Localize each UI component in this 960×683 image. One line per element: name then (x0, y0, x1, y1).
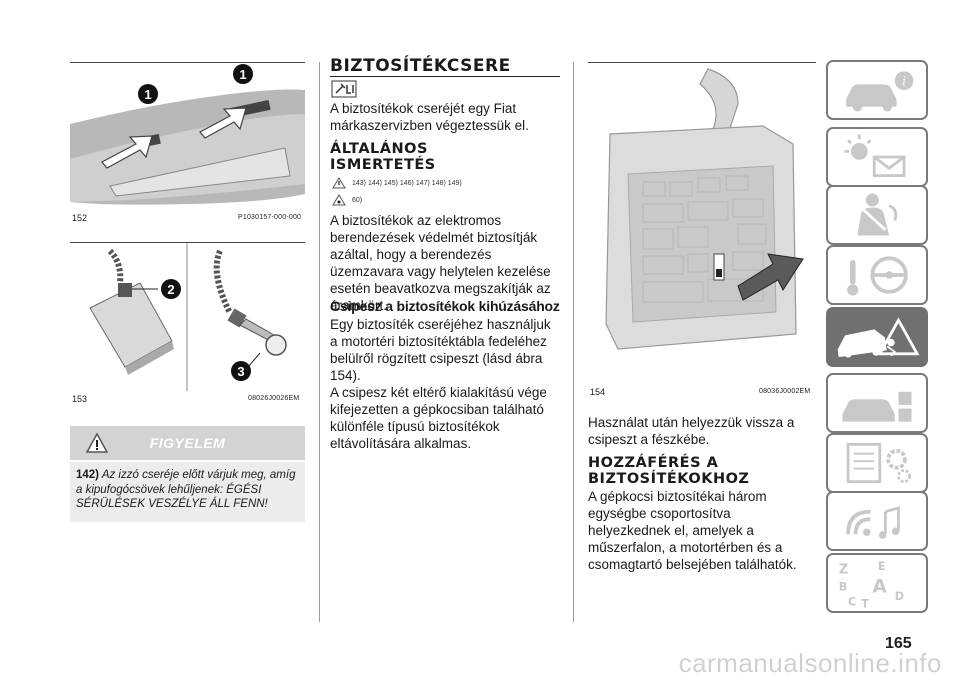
figure-152-number: 152 (72, 213, 88, 223)
tab-multimedia[interactable] (826, 491, 928, 551)
svg-text:B: B (839, 580, 848, 593)
svg-text:E: E (878, 560, 886, 573)
general-text: A biztosítékok az elektromos berendezése… (330, 213, 551, 313)
warning-small-icon (332, 177, 346, 189)
warning-message: Az izzó cseréje előtt várjuk meg, amíg a… (76, 469, 296, 510)
figure-152-code: P1030157-000-000 (238, 214, 302, 221)
warning-title: FIGYELEM (149, 435, 226, 451)
tab-technical-data[interactable] (826, 433, 928, 493)
svg-text:D: D (895, 590, 904, 603)
access-title-line1: HOZZÁFÉRÉS A (588, 455, 719, 471)
tweezers-title: Csipesz a biztosítékok kihúzásához (330, 298, 560, 314)
breakdown-car-warning-icon (837, 317, 920, 358)
svg-text:C: C (848, 595, 856, 608)
signal-music-icon (846, 506, 900, 539)
access-text: A gépkocsi biztosítékai három egységbe c… (588, 489, 797, 572)
svg-text:i: i (902, 74, 906, 88)
svg-text:Z: Z (839, 563, 848, 578)
after-use-text: Használat után helyezzük vissza a csipes… (588, 415, 795, 447)
callout-1-a-label: 1 (144, 87, 151, 102)
sun-envelope-icon (844, 134, 906, 178)
callout-3 (231, 361, 251, 381)
figure-154-code: 08036J0002EM (759, 388, 811, 395)
figure-154 (588, 64, 816, 384)
watermark-text: carmanualsonline.info (678, 648, 942, 678)
figure-154-number: 154 (590, 387, 606, 397)
figure-153: 2 3 (70, 243, 305, 391)
warning-body (70, 462, 305, 522)
figure-153-code: 08026J0026EM (248, 395, 300, 402)
general-title-line2: ISMERTETÉS (330, 157, 436, 173)
warning-triangle-icon (86, 433, 108, 453)
car-info-icon: i (846, 71, 914, 112)
section-title: BIZTOSÍTÉKCSERE (330, 56, 511, 76)
page-number: 165 (885, 635, 912, 652)
top-rule-right (588, 62, 816, 63)
general-refs-2: 60) (352, 197, 363, 204)
tab-safety[interactable] (826, 185, 928, 245)
tab-lights-signals[interactable] (826, 127, 928, 187)
callout-1-b (233, 64, 253, 84)
tab-emergency[interactable] (826, 307, 928, 367)
svg-text:A: A (872, 576, 887, 597)
general-title-line1: ÁLTALÁNOS (330, 141, 428, 157)
tweezers-text-1: Egy biztosíték cseréjéhez használjuk a m… (330, 317, 551, 383)
svg-text:T: T (861, 597, 869, 610)
figure-152: 1 1 (70, 64, 305, 211)
warning-number: 142) (76, 469, 100, 481)
caution-small-icon (332, 194, 346, 206)
tab-maintenance[interactable] (826, 373, 928, 433)
document-gears-icon (846, 442, 912, 484)
tab-dashboard-info[interactable]: i (826, 60, 928, 120)
divider-1 (319, 62, 320, 622)
warning-text: 142) Az izzó cseréje előtt várjuk meg, a… (76, 468, 298, 512)
callout-1-b-label: 1 (239, 67, 246, 82)
tab-starting-driving[interactable] (826, 245, 928, 305)
rule-fig153 (70, 242, 305, 243)
callout-1-a (138, 84, 158, 104)
access-title-line2: BIZTOSÍTÉKOKHOZ (588, 471, 750, 487)
section-intro: A biztosítékok cseréjét egy Fiat márkasz… (330, 101, 529, 133)
divider-2 (573, 62, 574, 622)
callout-2-label: 2 (167, 282, 174, 297)
top-rule-left (70, 62, 305, 63)
car-service-icon (842, 391, 912, 422)
figure-153-number: 153 (72, 394, 88, 404)
section-title-underline (330, 76, 560, 77)
callout-3-label: 3 (237, 364, 244, 379)
key-steering-wheel-icon (847, 256, 908, 296)
tweezers-text-2: A csipesz két eltérő kialakítású vége ki… (330, 385, 547, 451)
general-refs-1: 143) 144) 145) 146) 147) 148) 149) (352, 180, 462, 187)
callout-2 (161, 279, 181, 299)
seatbelt-person-icon (857, 193, 898, 236)
service-wrench-icon (331, 80, 357, 98)
warning-header: FIGYELEM (70, 426, 305, 460)
